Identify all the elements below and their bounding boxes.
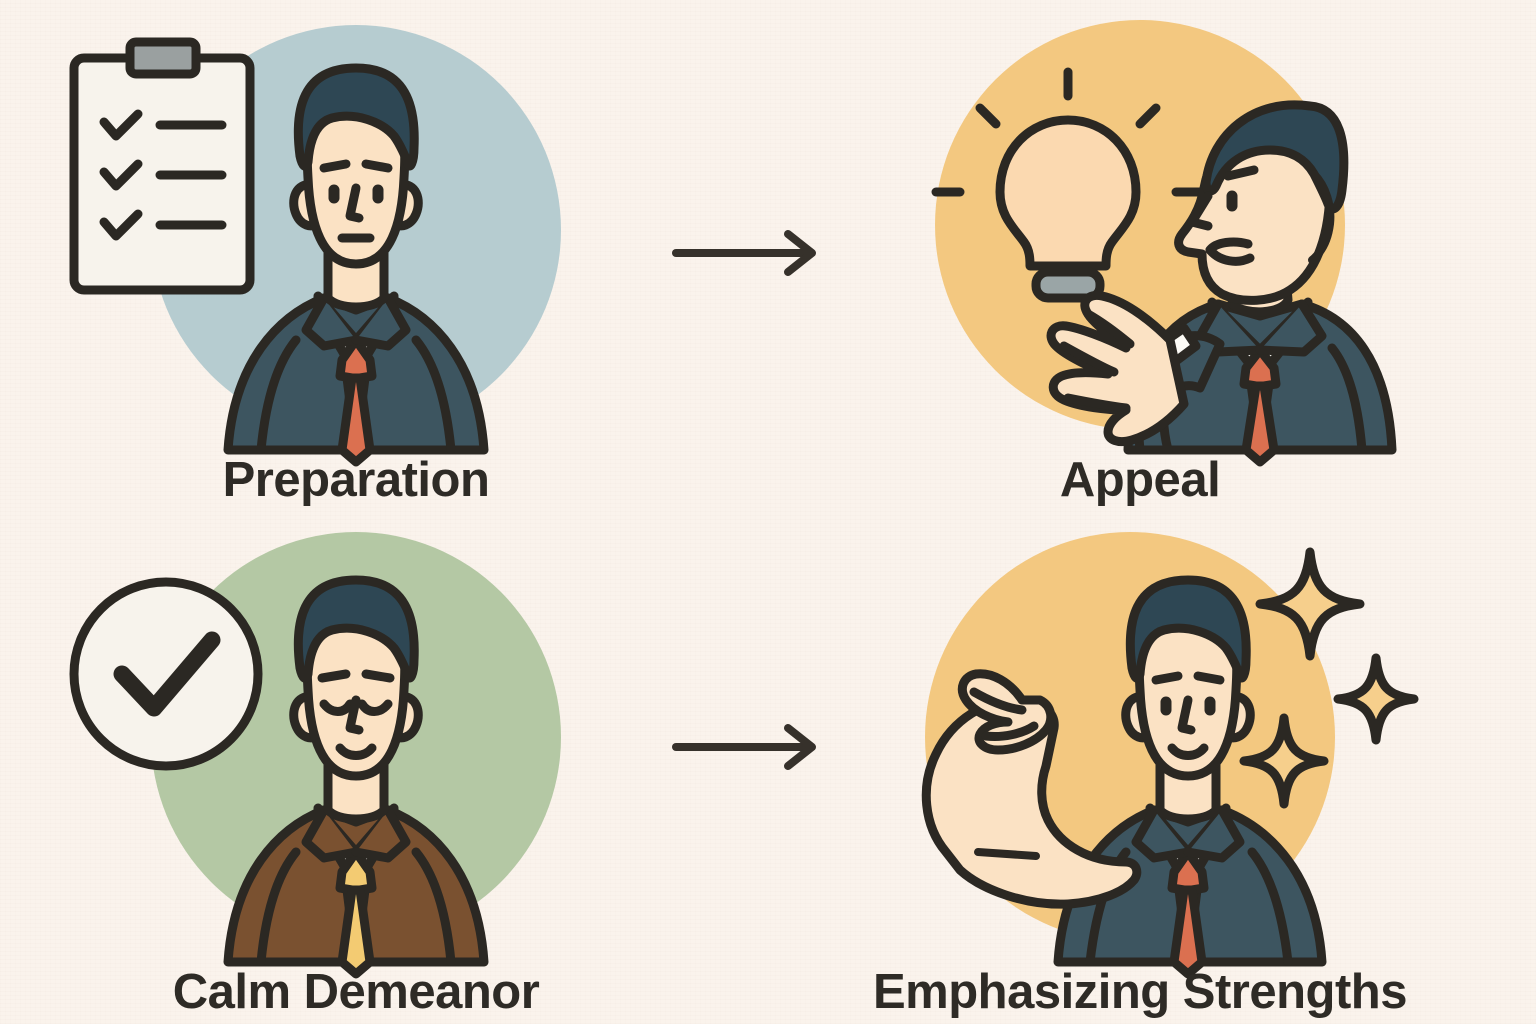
caption-calm-demeanor: Calm Demeanor [172, 965, 540, 1019]
closed-eye-right [357, 699, 393, 716]
calm-person [223, 575, 489, 979]
check-circle-icon [69, 577, 263, 771]
open-palm-gesture [1046, 290, 1189, 447]
quadrant-emphasizing-strengths: Emphasizing Strengths [840, 512, 1480, 1024]
sparkle-group [1239, 547, 1419, 809]
strengths-person [1053, 575, 1327, 979]
emphasizing-strengths-illustration [840, 522, 1440, 979]
bulb-ray-top-left [975, 103, 1001, 129]
quadrant-preparation: Preparation [56, 0, 696, 512]
caption-emphasizing-strengths: Emphasizing Strengths [872, 965, 1408, 1019]
flexed-arm-icon [921, 669, 1142, 909]
sparkle-icon-small [1239, 713, 1329, 809]
sparkle-icon-medium [1333, 653, 1419, 745]
caption-preparation: Preparation [222, 453, 490, 507]
lightbulb-idea-icon [931, 67, 1205, 303]
clipboard-checklist-icon [69, 37, 255, 295]
closed-eye-left [319, 699, 355, 716]
preparation-person [223, 63, 489, 467]
caption-appeal: Appeal [1059, 453, 1221, 507]
sparkle-icon-large [1255, 547, 1365, 661]
appeal-illustration [840, 10, 1440, 467]
arrow-preparation-to-appeal [672, 218, 832, 288]
appeal-person [1046, 100, 1397, 467]
bulb-ray-top-right [1135, 103, 1161, 129]
arrow-calm-to-strengths [672, 712, 832, 782]
quadrant-appeal: Appeal [840, 0, 1480, 512]
quadrant-calm-demeanor: Calm Demeanor [56, 512, 696, 1024]
preparation-illustration [56, 10, 656, 467]
calm-demeanor-illustration [56, 522, 656, 979]
